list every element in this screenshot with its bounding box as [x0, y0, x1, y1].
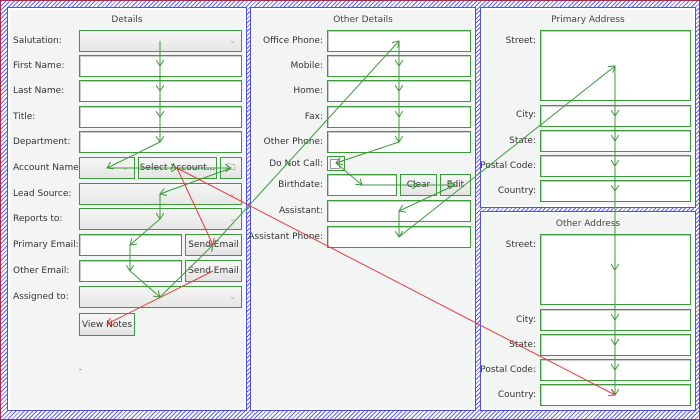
- salutation-combo[interactable]: ⌄: [79, 30, 242, 52]
- primary-city-input[interactable]: [540, 105, 691, 127]
- other-email-label: Other Email:: [13, 266, 70, 276]
- birthdate-input[interactable]: [327, 174, 397, 196]
- other-street-label: Street:: [505, 240, 536, 250]
- home-input[interactable]: [327, 80, 471, 102]
- primary-street-label: Street:: [505, 36, 536, 46]
- department-input[interactable]: [79, 131, 242, 153]
- salutation-label: Salutation:: [13, 36, 62, 46]
- fax-input[interactable]: [327, 106, 471, 128]
- view-notes-button[interactable]: View Notes: [79, 313, 135, 336]
- assistant-phone-input[interactable]: [327, 226, 471, 248]
- account-name-label: Account Name:: [13, 163, 82, 173]
- primary-address-title: Primary Address: [551, 15, 625, 25]
- other-email-input[interactable]: [79, 260, 182, 282]
- other-state-label: State:: [509, 340, 536, 350]
- chevron-down-icon: ⌄: [229, 214, 236, 224]
- send-email-other-button[interactable]: Send Email: [185, 260, 242, 282]
- primary-email-input[interactable]: [79, 234, 182, 256]
- reports-to-combo[interactable]: ⌄: [79, 208, 242, 230]
- other-country-input[interactable]: [540, 384, 691, 406]
- primary-postal-code-label: Postal Code:: [480, 161, 536, 171]
- assigned-to-label: Assigned to:: [13, 292, 69, 302]
- assistant-phone-label: Assistant Phone:: [248, 232, 323, 242]
- other-details-title: Other Details: [333, 15, 393, 25]
- mobile-label: Mobile:: [290, 61, 323, 71]
- do-not-call-checkbox[interactable]: [327, 156, 345, 171]
- other-state-input[interactable]: [540, 334, 691, 356]
- first-name-input[interactable]: [79, 55, 242, 77]
- lead-source-label: Lead Source:: [13, 189, 72, 199]
- last-name-input[interactable]: [79, 80, 242, 102]
- office-phone-label: Office Phone:: [262, 36, 323, 46]
- chevron-down-icon: ⌄: [122, 163, 129, 173]
- department-label: Department:: [13, 137, 71, 147]
- status-text: -: [79, 366, 82, 374]
- title-input[interactable]: [79, 106, 242, 128]
- details-title: Details: [111, 15, 143, 25]
- clear-button[interactable]: Clear: [400, 174, 437, 196]
- primary-country-input[interactable]: [540, 180, 691, 202]
- mobile-input[interactable]: [327, 55, 471, 77]
- send-email-primary-button[interactable]: Send Email: [185, 234, 242, 256]
- other-address-title: Other Address: [555, 219, 621, 229]
- primary-postal-code-input[interactable]: [540, 155, 691, 177]
- primary-street-input[interactable]: [540, 30, 691, 101]
- other-street-input[interactable]: [540, 234, 691, 305]
- primary-state-label: State:: [509, 136, 536, 146]
- open-account-button[interactable]: 🗀: [220, 157, 242, 179]
- title-label: Title:: [13, 112, 36, 122]
- birthdate-label: Birthdate:: [278, 180, 323, 190]
- lead-source-combo[interactable]: ⌄: [79, 183, 242, 205]
- folder-icon: 🗀: [226, 163, 236, 173]
- last-name-label: Last Name:: [13, 86, 65, 96]
- account-name-combo[interactable]: ⌄: [79, 157, 135, 179]
- primary-city-label: City:: [515, 110, 536, 120]
- other-country-label: Country:: [497, 390, 536, 400]
- other-phone-input[interactable]: [327, 131, 471, 153]
- primary-country-label: Country:: [497, 186, 536, 196]
- other-postal-code-label: Postal Code:: [480, 365, 536, 375]
- chevron-down-icon: ⌄: [229, 189, 236, 199]
- reports-to-label: Reports to:: [13, 214, 63, 224]
- first-name-label: First Name:: [13, 61, 65, 71]
- other-phone-label: Other Phone:: [263, 137, 323, 147]
- other-city-label: City:: [515, 315, 536, 325]
- assigned-to-combo[interactable]: ⌄: [79, 286, 242, 308]
- chevron-down-icon: ⌄: [229, 36, 236, 46]
- primary-email-label: Primary Email:: [13, 240, 79, 250]
- do-not-call-label: Do Not Call:: [269, 159, 323, 169]
- assistant-input[interactable]: [327, 200, 471, 222]
- home-label: Home:: [293, 86, 323, 96]
- other-city-input[interactable]: [540, 309, 691, 331]
- assistant-label: Assistant:: [278, 206, 323, 216]
- fax-label: Fax:: [304, 112, 323, 122]
- primary-state-input[interactable]: [540, 130, 691, 152]
- other-postal-code-input[interactable]: [540, 359, 691, 381]
- select-account-button[interactable]: Select Account...: [138, 157, 217, 179]
- chevron-down-icon: ⌄: [229, 292, 236, 302]
- edit-button[interactable]: Edit: [440, 174, 471, 196]
- office-phone-input[interactable]: [327, 30, 471, 52]
